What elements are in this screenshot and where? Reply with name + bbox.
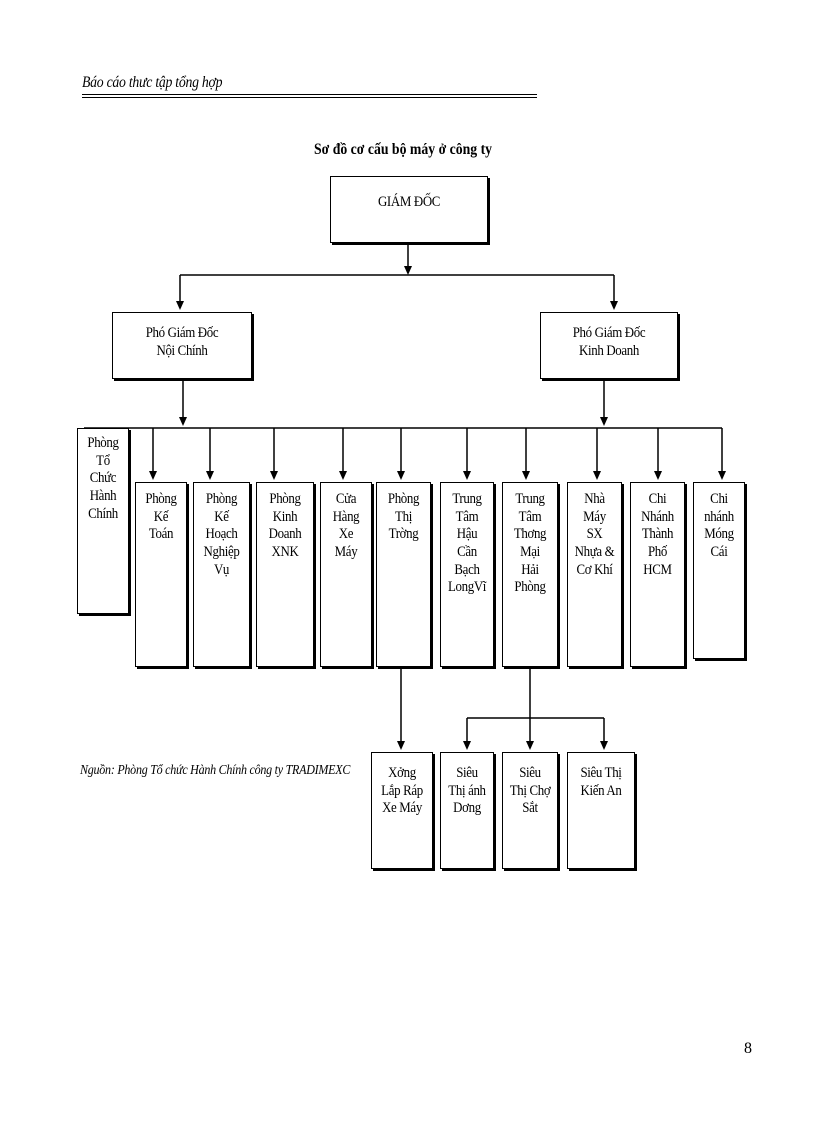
arrow-dept-center-commerce-arrowhead xyxy=(522,471,530,480)
page-number: 8 xyxy=(744,1040,752,1057)
node-branch-mongcai: Chi nhánh Móng Cái xyxy=(693,482,745,659)
node-director: GIÁM ĐỐC xyxy=(330,176,488,243)
node-dept-market-label: Phòng Thị Trờng xyxy=(387,491,420,543)
node-branch-hcm-label: Chi Nhánh Thành Phố HCM xyxy=(641,491,674,578)
arrow-dept-center-logistics-arrowhead xyxy=(463,471,471,480)
arrow-dept-trade-xnk-arrowhead xyxy=(270,471,278,480)
node-super-chosat: Siêu Thị Chợ Sắt xyxy=(502,752,558,869)
header-rule xyxy=(82,94,537,95)
report-header: Báo cáo thưc tập tổng hợp xyxy=(82,74,223,91)
node-dept-trade-xnk: Phòng Kinh Doanh XNK xyxy=(256,482,314,667)
arrow-super-chosat-arrowhead xyxy=(526,741,534,750)
node-center-logistics: Trung Tâm Hậu Cần Bạch LongVĩ xyxy=(440,482,494,667)
node-center-commerce-label: Trung Tâm Thơng Mại Hải Phòng xyxy=(513,491,547,596)
arrow-super-anhdong-arrowhead xyxy=(463,741,471,750)
node-factory-plastic-label: Nhà Máy SX Nhựa & Cơ Khí xyxy=(574,491,615,578)
node-store-motorbike: Cửa Hàng Xe Máy xyxy=(320,482,372,667)
arrow-dept-branch-mongcai-arrowhead xyxy=(718,471,726,480)
node-vp-business-label: Phó Giám Đốc Kinh Doanh xyxy=(572,325,646,359)
node-vp-business: Phó Giám Đốc Kinh Doanh xyxy=(540,312,678,379)
arrow-vp-business-arrowhead xyxy=(610,301,618,310)
arrow-vp-internal-arrowhead xyxy=(176,301,184,310)
node-director-label: GIÁM ĐỐC xyxy=(377,194,441,210)
arrow-super-kienan-arrowhead xyxy=(600,741,608,750)
node-dept-trade-xnk-label: Phòng Kinh Doanh XNK xyxy=(268,491,302,561)
node-vp-internal: Phó Giám Đốc Nội Chính xyxy=(112,312,252,379)
arrow-director-arrowhead xyxy=(404,266,412,275)
node-super-anhdong: Siêu Thị ánh Dơng xyxy=(440,752,494,869)
diagram-title: Sơ đồ cơ cấu bộ máy ở công ty xyxy=(314,141,493,158)
arrow-dept-branch-hcm-arrowhead xyxy=(654,471,662,480)
node-dept-org-admin: Phòng Tổ Chức Hành Chính xyxy=(77,428,129,614)
node-workshop-assembly: Xởng Lắp Ráp Xe Máy xyxy=(371,752,433,869)
header-rule-double xyxy=(82,97,537,98)
arrow-dept-accounting-arrowhead xyxy=(149,471,157,480)
node-branch-mongcai-label: Chi nhánh Móng Cái xyxy=(704,491,734,561)
node-super-kienan: Siêu Thị Kiến An xyxy=(567,752,635,869)
node-center-commerce: Trung Tâm Thơng Mại Hải Phòng xyxy=(502,482,558,667)
node-super-kienan-label: Siêu Thị Kiến An xyxy=(580,765,622,799)
node-dept-accounting: Phòng Kế Toán xyxy=(135,482,187,667)
arrow-workshop-assembly-arrowhead xyxy=(397,741,405,750)
node-dept-planning-label: Phòng Kế Hoạch Nghiệp Vụ xyxy=(203,491,240,578)
arrow-dept-planning-arrowhead xyxy=(206,471,214,480)
node-branch-hcm: Chi Nhánh Thành Phố HCM xyxy=(630,482,685,667)
arrow-dept-market-arrowhead xyxy=(397,471,405,480)
node-super-anhdong-label: Siêu Thị ánh Dơng xyxy=(448,765,486,817)
arrow-vp-business-down-arrowhead xyxy=(600,417,608,426)
node-dept-accounting-label: Phòng Kế Toán xyxy=(145,491,177,543)
arrow-dept-factory-plastic-arrowhead xyxy=(593,471,601,480)
node-dept-market: Phòng Thị Trờng xyxy=(376,482,431,667)
arrow-vp-internal-down-arrowhead xyxy=(179,417,187,426)
node-workshop-assembly-label: Xởng Lắp Ráp Xe Máy xyxy=(381,765,423,817)
node-dept-planning: Phòng Kế Hoạch Nghiệp Vụ xyxy=(193,482,250,667)
node-center-logistics-label: Trung Tâm Hậu Cần Bạch LongVĩ xyxy=(447,491,487,596)
node-vp-internal-label: Phó Giám Đốc Nội Chính xyxy=(145,325,219,359)
arrow-dept-store-motorbike-arrowhead xyxy=(339,471,347,480)
source-note: Nguồn: Phòng Tổ chức Hành Chính công ty … xyxy=(80,763,351,778)
node-factory-plastic: Nhà Máy SX Nhựa & Cơ Khí xyxy=(567,482,622,667)
node-super-chosat-label: Siêu Thị Chợ Sắt xyxy=(509,765,551,817)
node-dept-org-admin-label: Phòng Tổ Chức Hành Chính xyxy=(87,435,119,522)
node-store-motorbike-label: Cửa Hàng Xe Máy xyxy=(332,491,360,561)
